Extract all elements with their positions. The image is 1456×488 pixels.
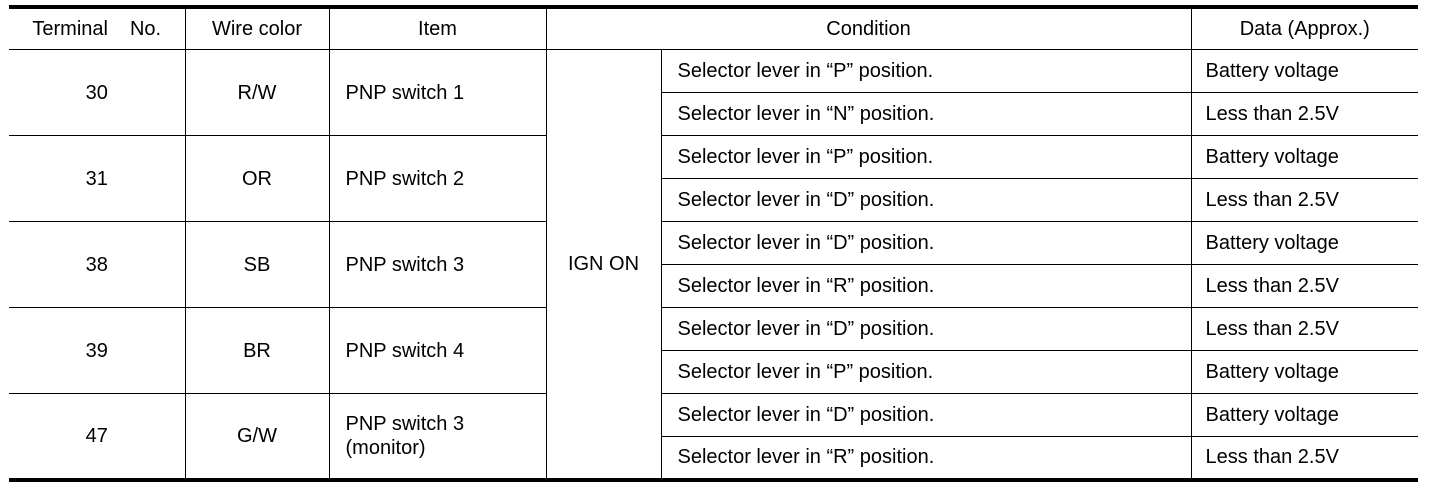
- condition-cell: Selector lever in “D” position.: [661, 178, 1192, 222]
- header-terminal-no: Terminal No.: [9, 5, 186, 50]
- condition-cell: Selector lever in “D” position.: [660, 393, 1192, 437]
- item-note: (monitor): [345, 436, 426, 459]
- table-row: Selector lever in “P” position.Battery v…: [9, 350, 1419, 394]
- terminal-number-cell: 30: [9, 49, 186, 136]
- item-name: PNP switch 2: [345, 167, 465, 190]
- table-row: Selector lever in “N” position.Less than…: [9, 92, 1419, 136]
- item-cell: PNP switch 2: [328, 135, 547, 222]
- header-condition: Condition: [545, 5, 1192, 50]
- item-cell: PNP switch 4: [328, 307, 547, 394]
- data-value-cell: Battery voltage: [1190, 393, 1419, 437]
- item-name: PNP switch 3: [345, 253, 465, 276]
- data-value-cell: Less than 2.5V: [1190, 92, 1419, 136]
- item-name: PNP switch 3: [345, 412, 465, 435]
- table-row: Selector lever in “D” position.Less than…: [9, 178, 1419, 222]
- terminal-data-table-wrapper: Terminal No. Wire color Item Condition Da…: [9, 5, 1419, 482]
- header-data: Data (Approx.): [1190, 5, 1419, 50]
- condition-cell: Selector lever in “D” position.: [660, 307, 1192, 351]
- header-item: Item: [328, 5, 547, 50]
- table-row: Selector lever in “R” position.Less than…: [9, 264, 1419, 308]
- data-value-cell: Battery voltage: [1190, 49, 1419, 93]
- terminal-number-cell: 47: [9, 393, 186, 482]
- data-value-cell: Battery voltage: [1190, 135, 1419, 179]
- item-cell: PNP switch 3(monitor): [328, 393, 547, 482]
- header-row: Terminal No. Wire color Item Condition Da…: [9, 5, 1419, 50]
- header-no-label: No.: [129, 18, 162, 40]
- item-name: PNP switch 4: [345, 339, 465, 362]
- terminal-number-cell: 39: [9, 307, 186, 394]
- data-value-cell: Less than 2.5V: [1190, 436, 1419, 482]
- wire-color-cell: G/W: [184, 393, 330, 482]
- data-value-cell: Battery voltage: [1190, 350, 1419, 394]
- terminal-number-cell: 31: [9, 135, 186, 222]
- condition-cell: Selector lever in “P” position.: [661, 350, 1192, 394]
- terminal-number-cell: 38: [9, 221, 186, 308]
- wire-color-cell: SB: [184, 221, 330, 308]
- data-value-cell: Less than 2.5V: [1190, 307, 1419, 351]
- data-value-cell: Less than 2.5V: [1190, 178, 1419, 222]
- item-name: PNP switch 1: [345, 81, 465, 104]
- table-row: Selector lever in “R” position.Less than…: [9, 436, 1419, 482]
- condition-cell: Selector lever in “R” position.: [661, 264, 1192, 308]
- data-value-cell: Less than 2.5V: [1190, 264, 1419, 308]
- item-cell: PNP switch 1: [328, 49, 547, 136]
- wire-color-cell: R/W: [184, 49, 330, 136]
- item-cell: PNP switch 3: [328, 221, 547, 308]
- condition-cell: Selector lever in “D” position.: [660, 221, 1192, 265]
- wire-color-cell: BR: [184, 307, 330, 394]
- condition-cell: Selector lever in “P” position.: [660, 49, 1192, 93]
- header-terminal-label: Terminal: [32, 18, 108, 40]
- ignition-condition-cell: IGN ON: [545, 49, 662, 482]
- terminal-data-table: Terminal No. Wire color Item Condition Da…: [9, 5, 1419, 482]
- wire-color-cell: OR: [184, 135, 330, 222]
- condition-cell: Selector lever in “R” position.: [661, 436, 1192, 482]
- data-value-cell: Battery voltage: [1190, 221, 1419, 265]
- condition-cell: Selector lever in “N” position.: [661, 92, 1192, 136]
- header-wire-color: Wire color: [184, 5, 330, 50]
- condition-cell: Selector lever in “P” position.: [660, 135, 1192, 179]
